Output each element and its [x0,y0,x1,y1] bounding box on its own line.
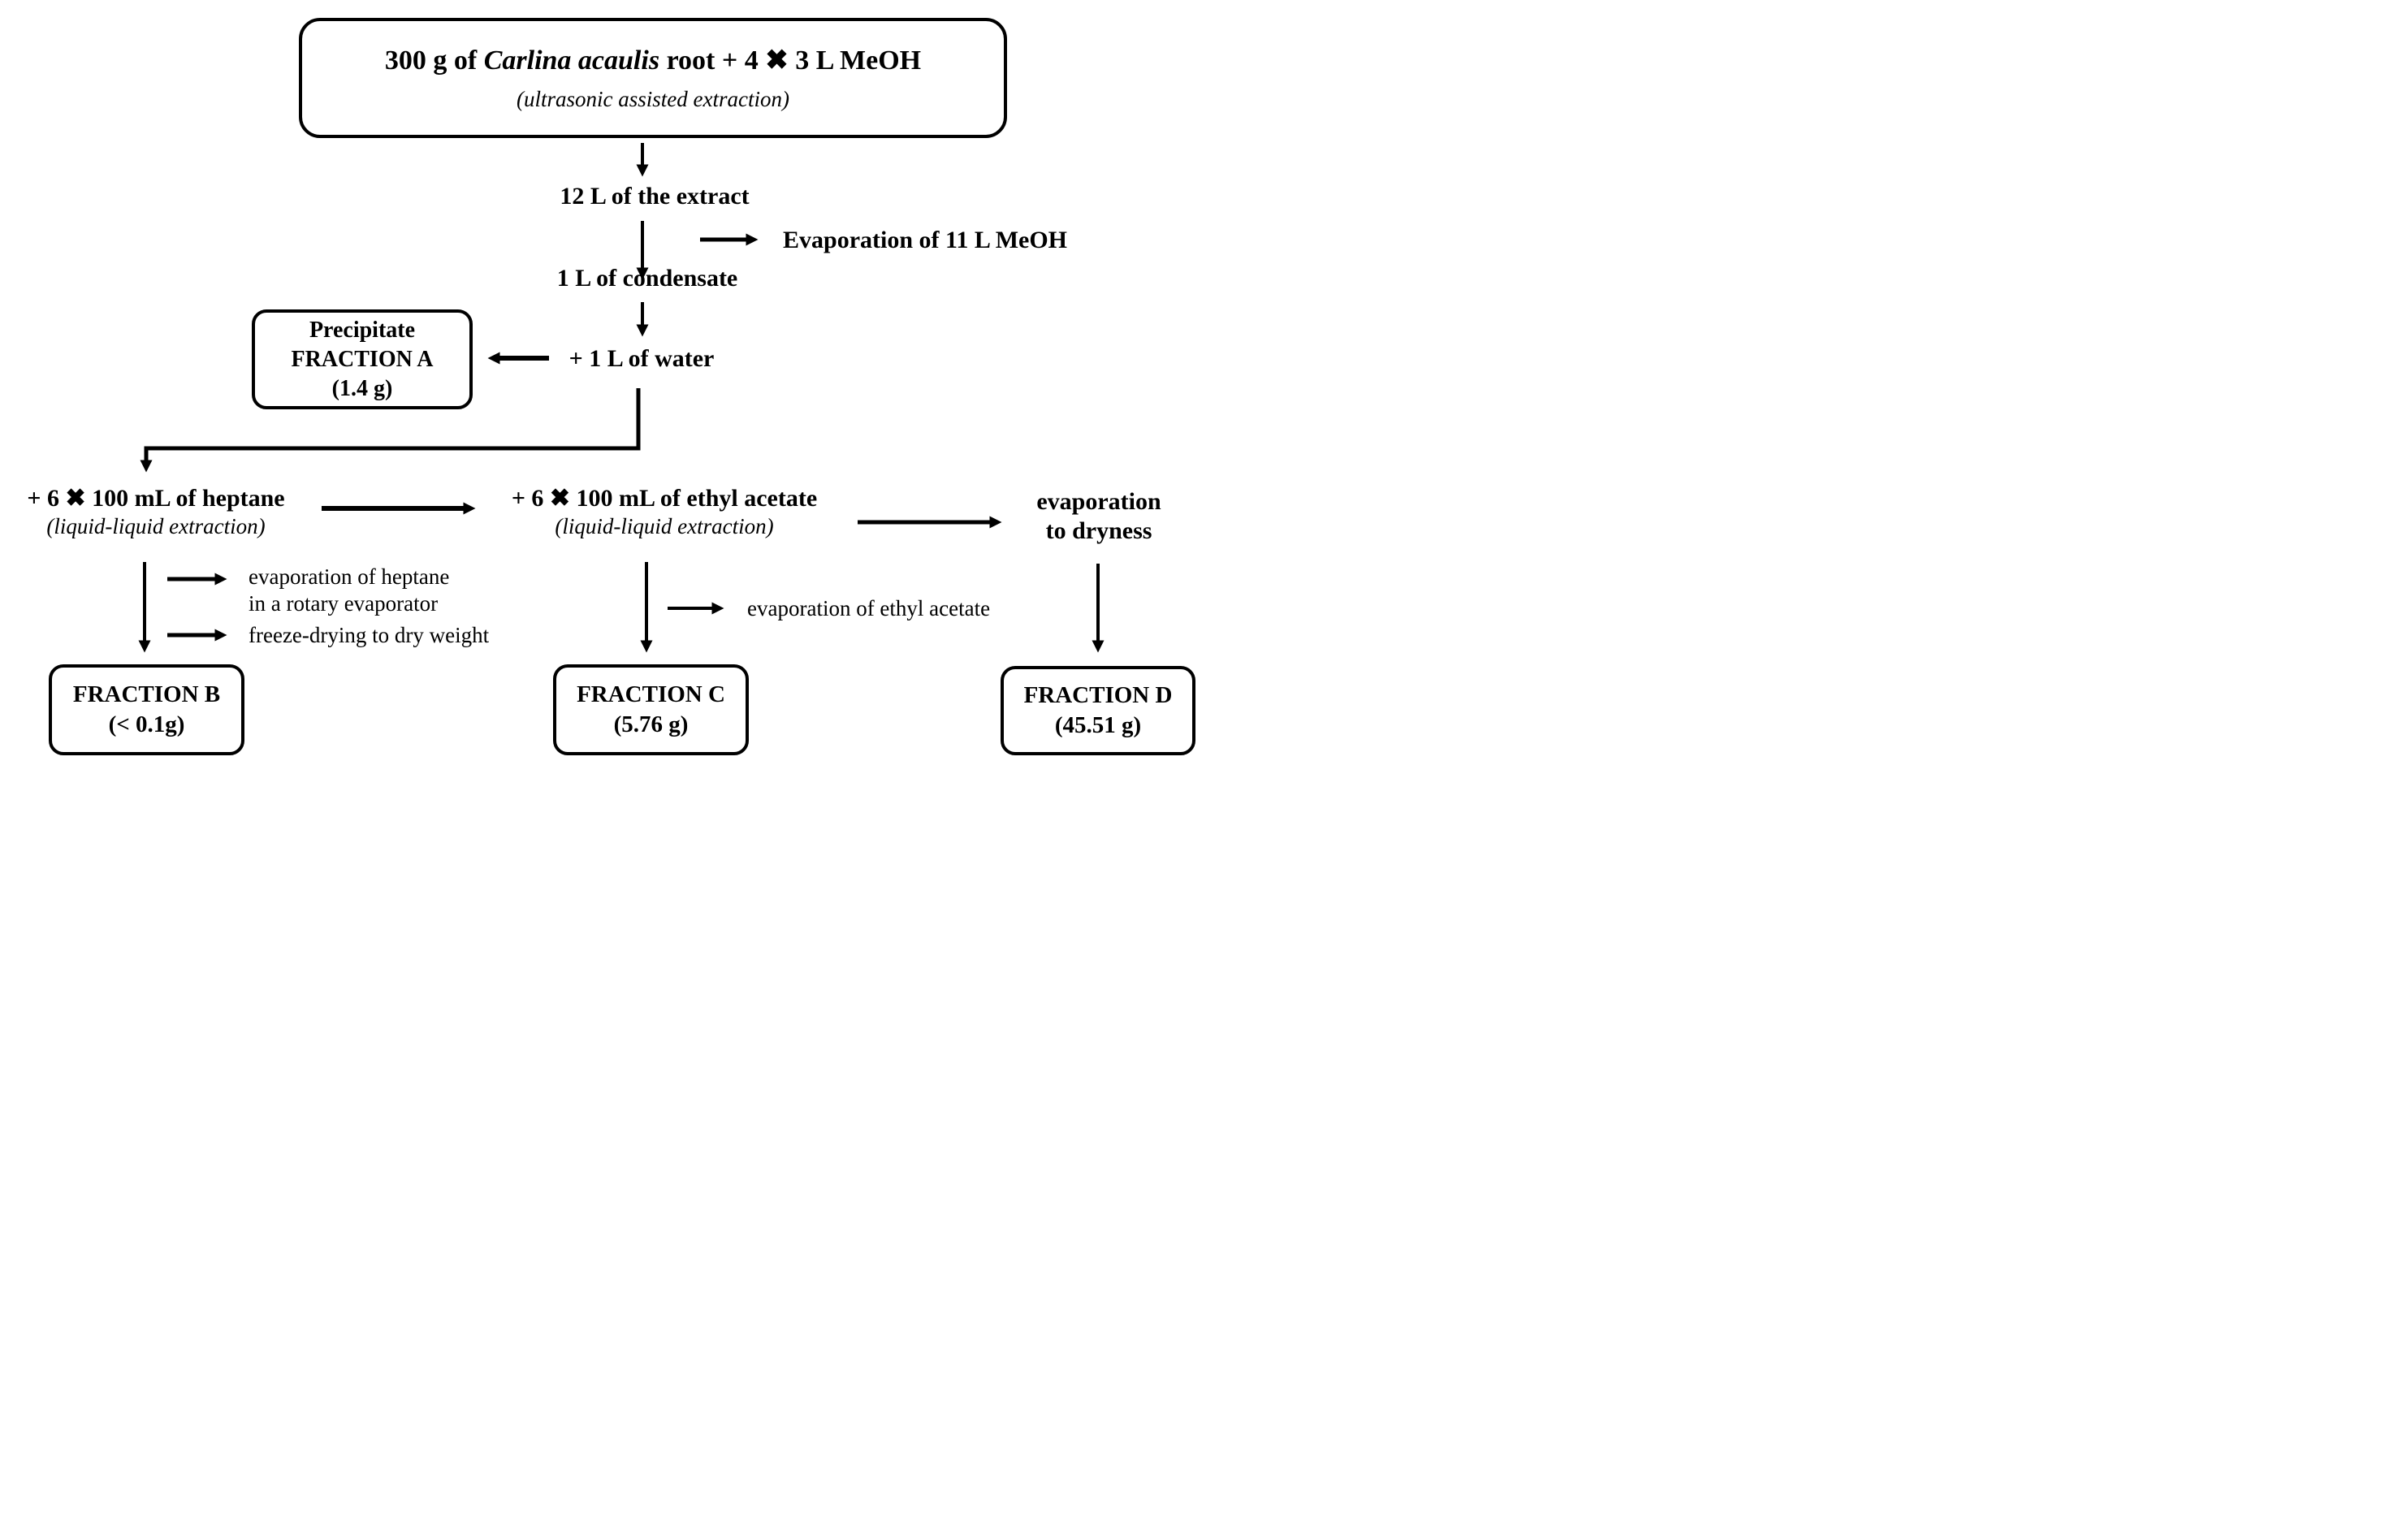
fraction-d-line1: FRACTION D [1023,682,1173,708]
fraction-b-box: FRACTION B (< 0.1g) [49,664,244,755]
label-freeze-drying: freeze-drying to dry weight [249,623,490,647]
fraction-c-box: FRACTION C (5.76 g) [553,664,749,755]
evaporation-dryness-line1: evaporation [1036,488,1161,515]
source-box: 300 g of Carlina acaulis root + 4 ✖ 3 L … [299,18,1007,138]
label-rotary-evaporator: evaporation of heptane in a rotary evapo… [249,564,449,617]
label-extract: 12 L of the extract [560,183,750,210]
heptane-block: + 6 ✖ 100 mL of heptane (liquid-liquid e… [10,484,302,540]
source-box-line1: 300 g of Carlina acaulis root + 4 ✖ 3 L … [385,43,921,79]
ethyl-acetate-line2: (liquid-liquid extraction) [555,514,774,538]
fraction-a-line2: FRACTION A [291,346,434,372]
source-box-line2: (ultrasonic assisted extraction) [517,87,789,111]
evaporation-dryness-block: evaporation to dryness [1018,487,1180,546]
label-rotary-line1: evaporation of heptane [249,564,450,589]
fraction-c-line1: FRACTION C [577,681,725,707]
elbow-water-to-heptane [140,388,641,473]
label-ea-evaporation: evaporation of ethyl acetate [747,596,991,620]
fraction-c-line2: (5.76 g) [613,711,689,737]
extraction-flowchart: 300 g of Carlina acaulis root + 4 ✖ 3 L … [0,0,1204,763]
label-water: + 1 L of water [568,345,715,372]
source-box-line1-suffix: root + 4 ✖ 3 L MeOH [659,45,922,76]
evaporation-dryness-line2: to dryness [1045,517,1152,544]
species-name: Carlina acaulis [483,45,660,76]
ethyl-acetate-block: + 6 ✖ 100 mL of ethyl acetate (liquid-li… [494,484,835,540]
fraction-d-line2: (45.51 g) [1054,712,1142,738]
fraction-b-line2: (< 0.1g) [108,711,185,737]
label-rotary-line2: in a rotary evaporator [249,591,439,616]
fraction-a-box: Precipitate FRACTION A (1.4 g) [252,309,473,409]
label-evaporation-meoh: Evaporation of 11 L MeOH [783,227,1068,253]
connector-layer [138,143,1105,653]
heptane-line1: + 6 ✖ 100 mL of heptane [27,485,285,512]
fraction-d-box: FRACTION D (45.51 g) [1001,666,1195,755]
fraction-a-line3: (1.4 g) [331,375,393,401]
fraction-a-line1: Precipitate [309,317,416,343]
heptane-line2: (liquid-liquid extraction) [46,514,266,538]
source-box-line1-prefix: 300 g of [384,45,484,76]
label-condensate: 1 L of condensate [556,265,738,292]
fraction-b-line1: FRACTION B [72,681,221,707]
ethyl-acetate-line1: + 6 ✖ 100 mL of ethyl acetate [511,485,818,512]
